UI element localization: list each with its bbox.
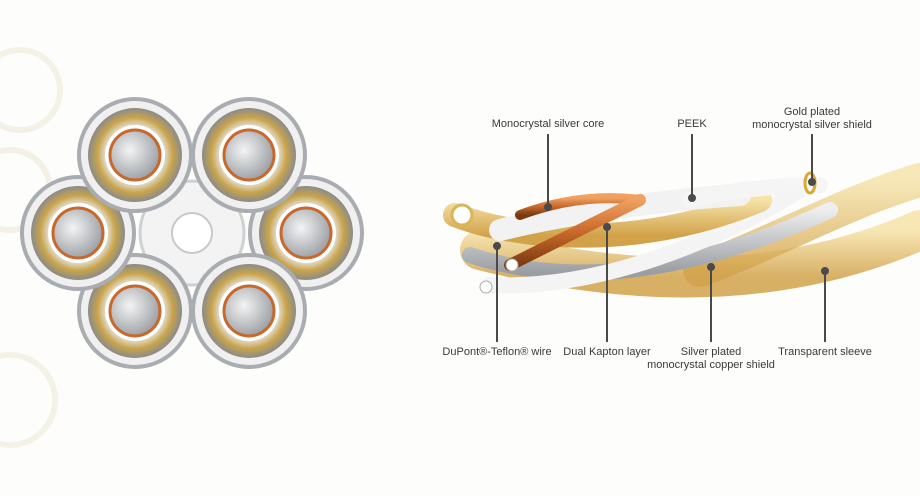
center-hole xyxy=(171,212,213,254)
label-sleeve: Transparent sleeve xyxy=(778,346,872,358)
label-peek: PEEK xyxy=(677,118,707,130)
cross-section-diagram xyxy=(20,97,364,369)
conductor-core xyxy=(222,128,276,182)
label-silver-core: Monocrystal silver core xyxy=(491,118,605,130)
leader-lines xyxy=(493,134,829,342)
label-kapton: Dual Kapton layer xyxy=(563,346,651,358)
conductor-core xyxy=(108,128,162,182)
label-gold-shield: Gold plated monocrystal silver shield xyxy=(752,106,872,132)
label-gold-shield-line2: monocrystal silver shield xyxy=(752,119,872,131)
label-gold-shield-line1: Gold plated xyxy=(783,106,841,118)
label-teflon: DuPont®-Teflon® wire xyxy=(442,346,552,358)
conductor-core xyxy=(222,284,276,338)
conductor-core xyxy=(108,284,162,338)
conductor-core xyxy=(51,206,105,260)
label-silver-shield-line2: monocrystal copper shield xyxy=(647,359,775,371)
label-silver-shield: Silver plated monocrystal copper shield xyxy=(647,346,775,372)
cable-strands xyxy=(443,163,920,298)
conductor-core xyxy=(279,206,333,260)
label-silver-shield-line1: Silver plated xyxy=(680,346,742,358)
